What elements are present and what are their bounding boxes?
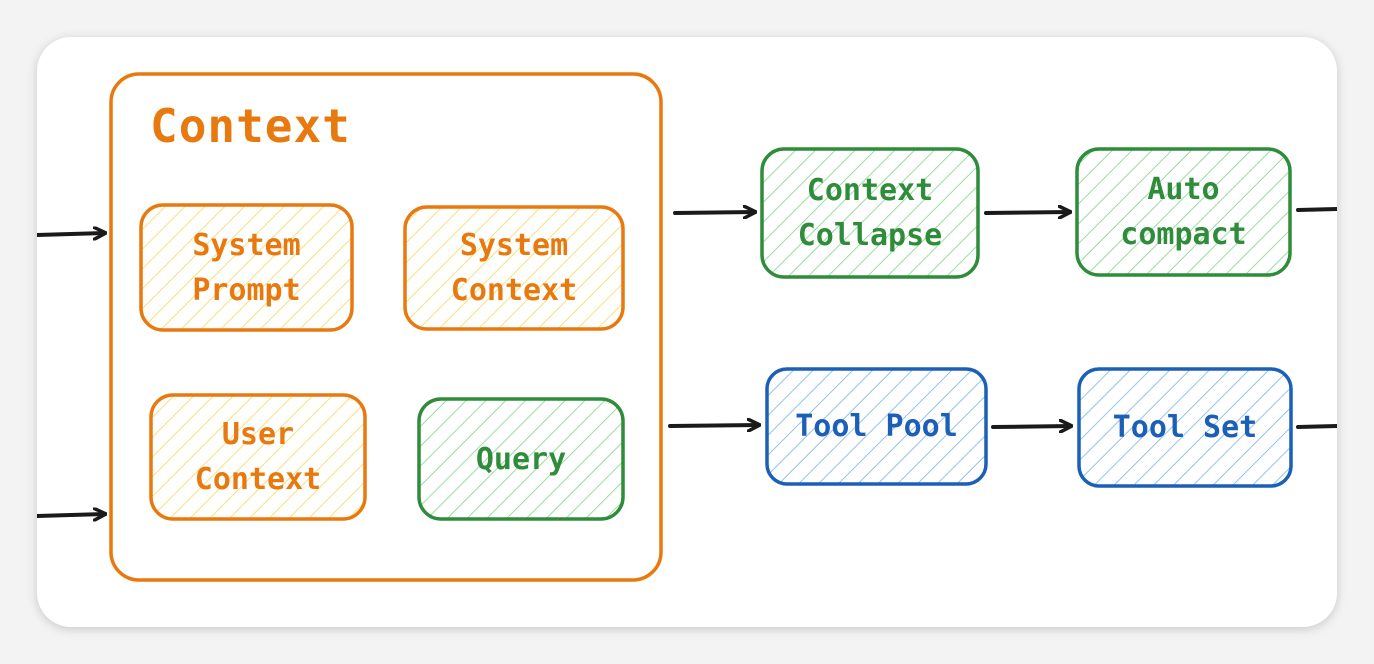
system-context-label: System Context: [450, 228, 578, 308]
tool-set-box: [1077, 367, 1293, 488]
arrow-to-tool-set: [991, 426, 1071, 427]
tool-set-label: Tool Set: [1112, 410, 1258, 445]
arrow-to-auto-compact: [984, 212, 1070, 213]
arrow-to-tool-pool: [668, 425, 759, 426]
context-container: [109, 72, 663, 582]
context-collapse-label: Context Collapse: [797, 173, 943, 253]
tool-pool-box: [765, 367, 988, 486]
auto-compact-box: [1075, 147, 1292, 277]
arrow-to-context-collapse: [673, 212, 755, 213]
user-context-label: User Context: [194, 417, 322, 497]
tool-pool-label: Tool Pool: [795, 409, 958, 444]
diagram-canvas: Context System Prompt System Context Use…: [37, 37, 1337, 627]
context-collapse-box: [760, 147, 980, 279]
diagram-svg: [37, 72, 1337, 582]
system-context-box: [403, 205, 625, 331]
output-arrow-bottom: [1296, 424, 1337, 429]
system-prompt-box: [139, 203, 354, 332]
input-arrow-top: [37, 233, 105, 235]
context-title: Context: [150, 99, 351, 153]
user-context-box: [149, 393, 367, 521]
system-prompt-label: System Prompt: [192, 227, 301, 308]
auto-compact-label: Auto compact: [1120, 172, 1247, 252]
query-box: [417, 397, 625, 521]
input-arrow-bottom: [37, 514, 105, 516]
query-label: Query: [475, 441, 567, 477]
output-arrow-top: [1296, 207, 1337, 212]
